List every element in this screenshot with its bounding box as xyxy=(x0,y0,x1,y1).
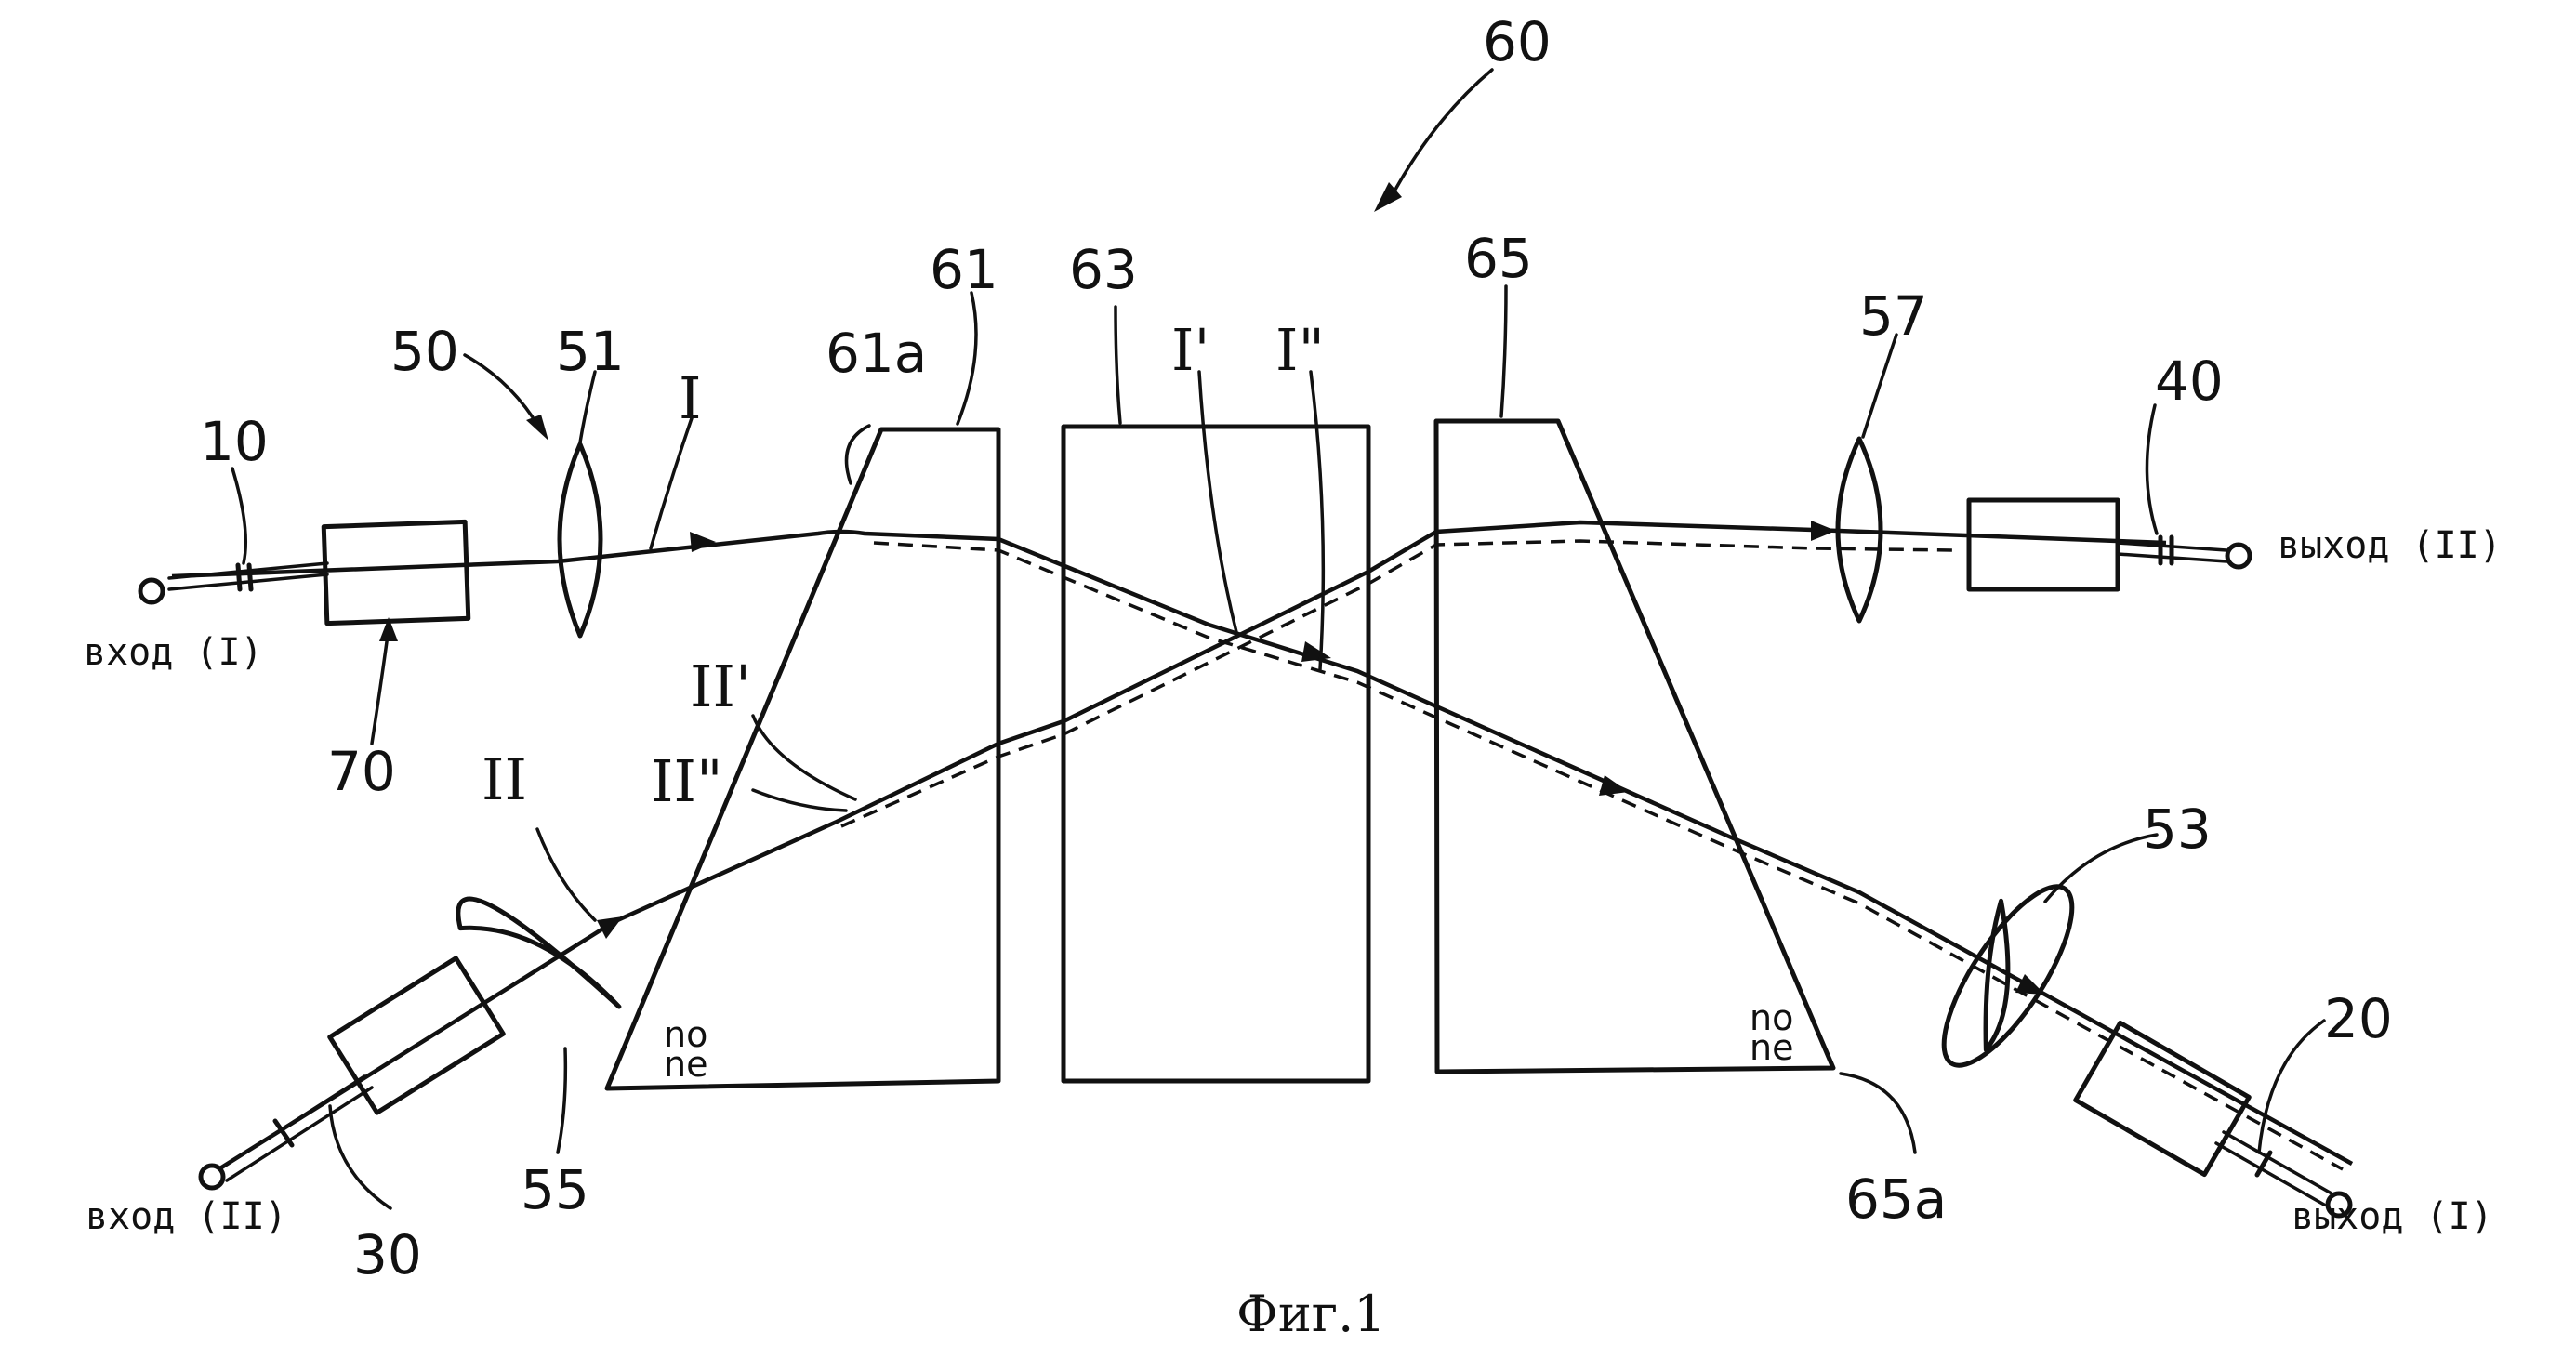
beam-I-arrow-3 xyxy=(1599,775,1629,796)
beam-I-path xyxy=(172,532,2352,1164)
leader-II-double-prime xyxy=(753,790,846,811)
leader-30 xyxy=(330,1106,390,1208)
leader-I xyxy=(651,418,692,548)
leader-I-prime xyxy=(1199,372,1236,632)
beam-I-arrow-2 xyxy=(1301,641,1331,662)
label-70: 70 xyxy=(327,740,396,803)
fiber-10-joint-a xyxy=(238,565,240,589)
label-65: 65 xyxy=(1464,227,1533,290)
leader-57 xyxy=(1863,335,1896,437)
leader-II-prime xyxy=(753,716,855,799)
port-input-I-terminal xyxy=(140,580,163,602)
port-output-II-terminal xyxy=(2227,545,2250,567)
label-51: 51 xyxy=(556,320,625,383)
collimator-output-I xyxy=(2076,1022,2250,1174)
leader-60 xyxy=(1390,70,1492,200)
label-right-ne: ne xyxy=(1750,1027,1793,1068)
beam-II-arrow-1 xyxy=(597,916,623,939)
leader-70 xyxy=(372,628,389,744)
lens-53 xyxy=(1940,901,2047,1049)
label-40: 40 xyxy=(2155,349,2224,413)
leader-50-arrow xyxy=(526,415,548,441)
label-beam-II-double-prime: II" xyxy=(651,747,723,815)
collimator-output-II xyxy=(1969,500,2118,589)
label-30: 30 xyxy=(353,1223,422,1286)
lens-55 xyxy=(449,861,619,1056)
label-beam-II-prime: II' xyxy=(690,653,751,720)
label-50: 50 xyxy=(390,320,459,383)
label-65a: 65a xyxy=(1845,1167,1947,1231)
leader-10 xyxy=(232,468,245,563)
leader-II xyxy=(537,829,595,920)
leader-I-double-prime xyxy=(1311,372,1323,669)
beam-II-arrow-2 xyxy=(1811,521,1836,541)
beam-I-arrow-1 xyxy=(690,532,716,552)
figure-caption: Фиг.1 xyxy=(1236,1285,1386,1343)
isolator-70 xyxy=(324,521,469,623)
leader-65 xyxy=(1501,286,1506,416)
label-left-ne: ne xyxy=(664,1044,707,1085)
label-beam-I-double-prime: I" xyxy=(1275,316,1325,384)
label-output-I: выход (I) xyxy=(2292,1195,2493,1238)
beam-II-double-prime-path xyxy=(841,541,1952,826)
label-input-I: вход (I) xyxy=(84,631,263,674)
label-beam-I-prime: I' xyxy=(1171,316,1210,384)
leader-61a xyxy=(847,426,870,483)
label-10: 10 xyxy=(200,410,269,473)
leader-61 xyxy=(958,293,976,424)
lens-51 xyxy=(560,444,601,636)
port-input-II-terminal xyxy=(201,1166,223,1188)
label-beam-II: II xyxy=(482,745,527,813)
label-beam-I: I xyxy=(679,364,702,432)
leader-55 xyxy=(558,1048,565,1153)
label-60: 60 xyxy=(1483,10,1552,73)
leader-53 xyxy=(2045,835,2157,902)
label-61: 61 xyxy=(930,238,998,301)
leader-63 xyxy=(1116,307,1120,423)
label-output-II: выход (II) xyxy=(2278,524,2502,567)
label-57: 57 xyxy=(1859,284,1928,348)
birefringent-prism-65 xyxy=(1436,421,1833,1072)
collimator-input-II xyxy=(330,958,504,1113)
leader-50 xyxy=(465,355,539,428)
label-55: 55 xyxy=(521,1158,589,1221)
label-input-II: вход (II) xyxy=(86,1195,287,1238)
beam-I-double-prime-path xyxy=(874,543,2343,1169)
fiber-10-joint-b xyxy=(249,565,251,589)
label-20: 20 xyxy=(2324,987,2393,1050)
label-53: 53 xyxy=(2143,798,2212,861)
leader-65a xyxy=(1841,1074,1915,1153)
label-63: 63 xyxy=(1069,238,1138,301)
leader-40 xyxy=(2147,405,2157,534)
label-61a: 61a xyxy=(826,322,927,385)
